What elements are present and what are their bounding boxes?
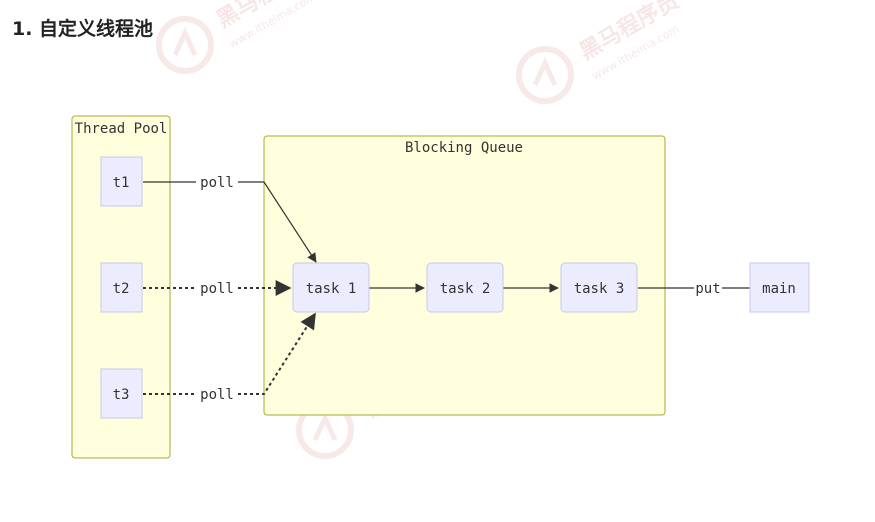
node-t3 [100,368,143,419]
node-task2-label: task 2 [440,281,491,297]
node-task3 [560,262,638,313]
node-task3-label: task 3 [574,281,625,297]
blocking-queue-label: Blocking Queue [405,140,523,156]
edge-label-t2-poll: poll [200,281,234,297]
edge-label-put: put [695,281,720,297]
watermark-logo [156,16,574,459]
node-t1-label: t1 [113,175,130,191]
node-t3-label: t3 [113,387,130,403]
thread-pool-label: Thread Pool [75,121,168,137]
page-title: 1. 自定义线程池 [12,18,154,40]
edge-t3-task1 [143,314,315,395]
node-task2 [426,262,504,313]
node-main [749,262,810,313]
edge-label-t1-poll: poll [200,175,234,191]
edge-label-t3-poll: poll [200,387,234,403]
node-main-label: main [762,281,796,297]
node-task1-label: task 1 [306,281,357,297]
node-t1 [100,156,143,207]
node-t2-label: t2 [113,281,130,297]
edge-t1-task1 [143,181,316,262]
node-t2 [100,262,143,313]
node-task1 [292,262,370,313]
